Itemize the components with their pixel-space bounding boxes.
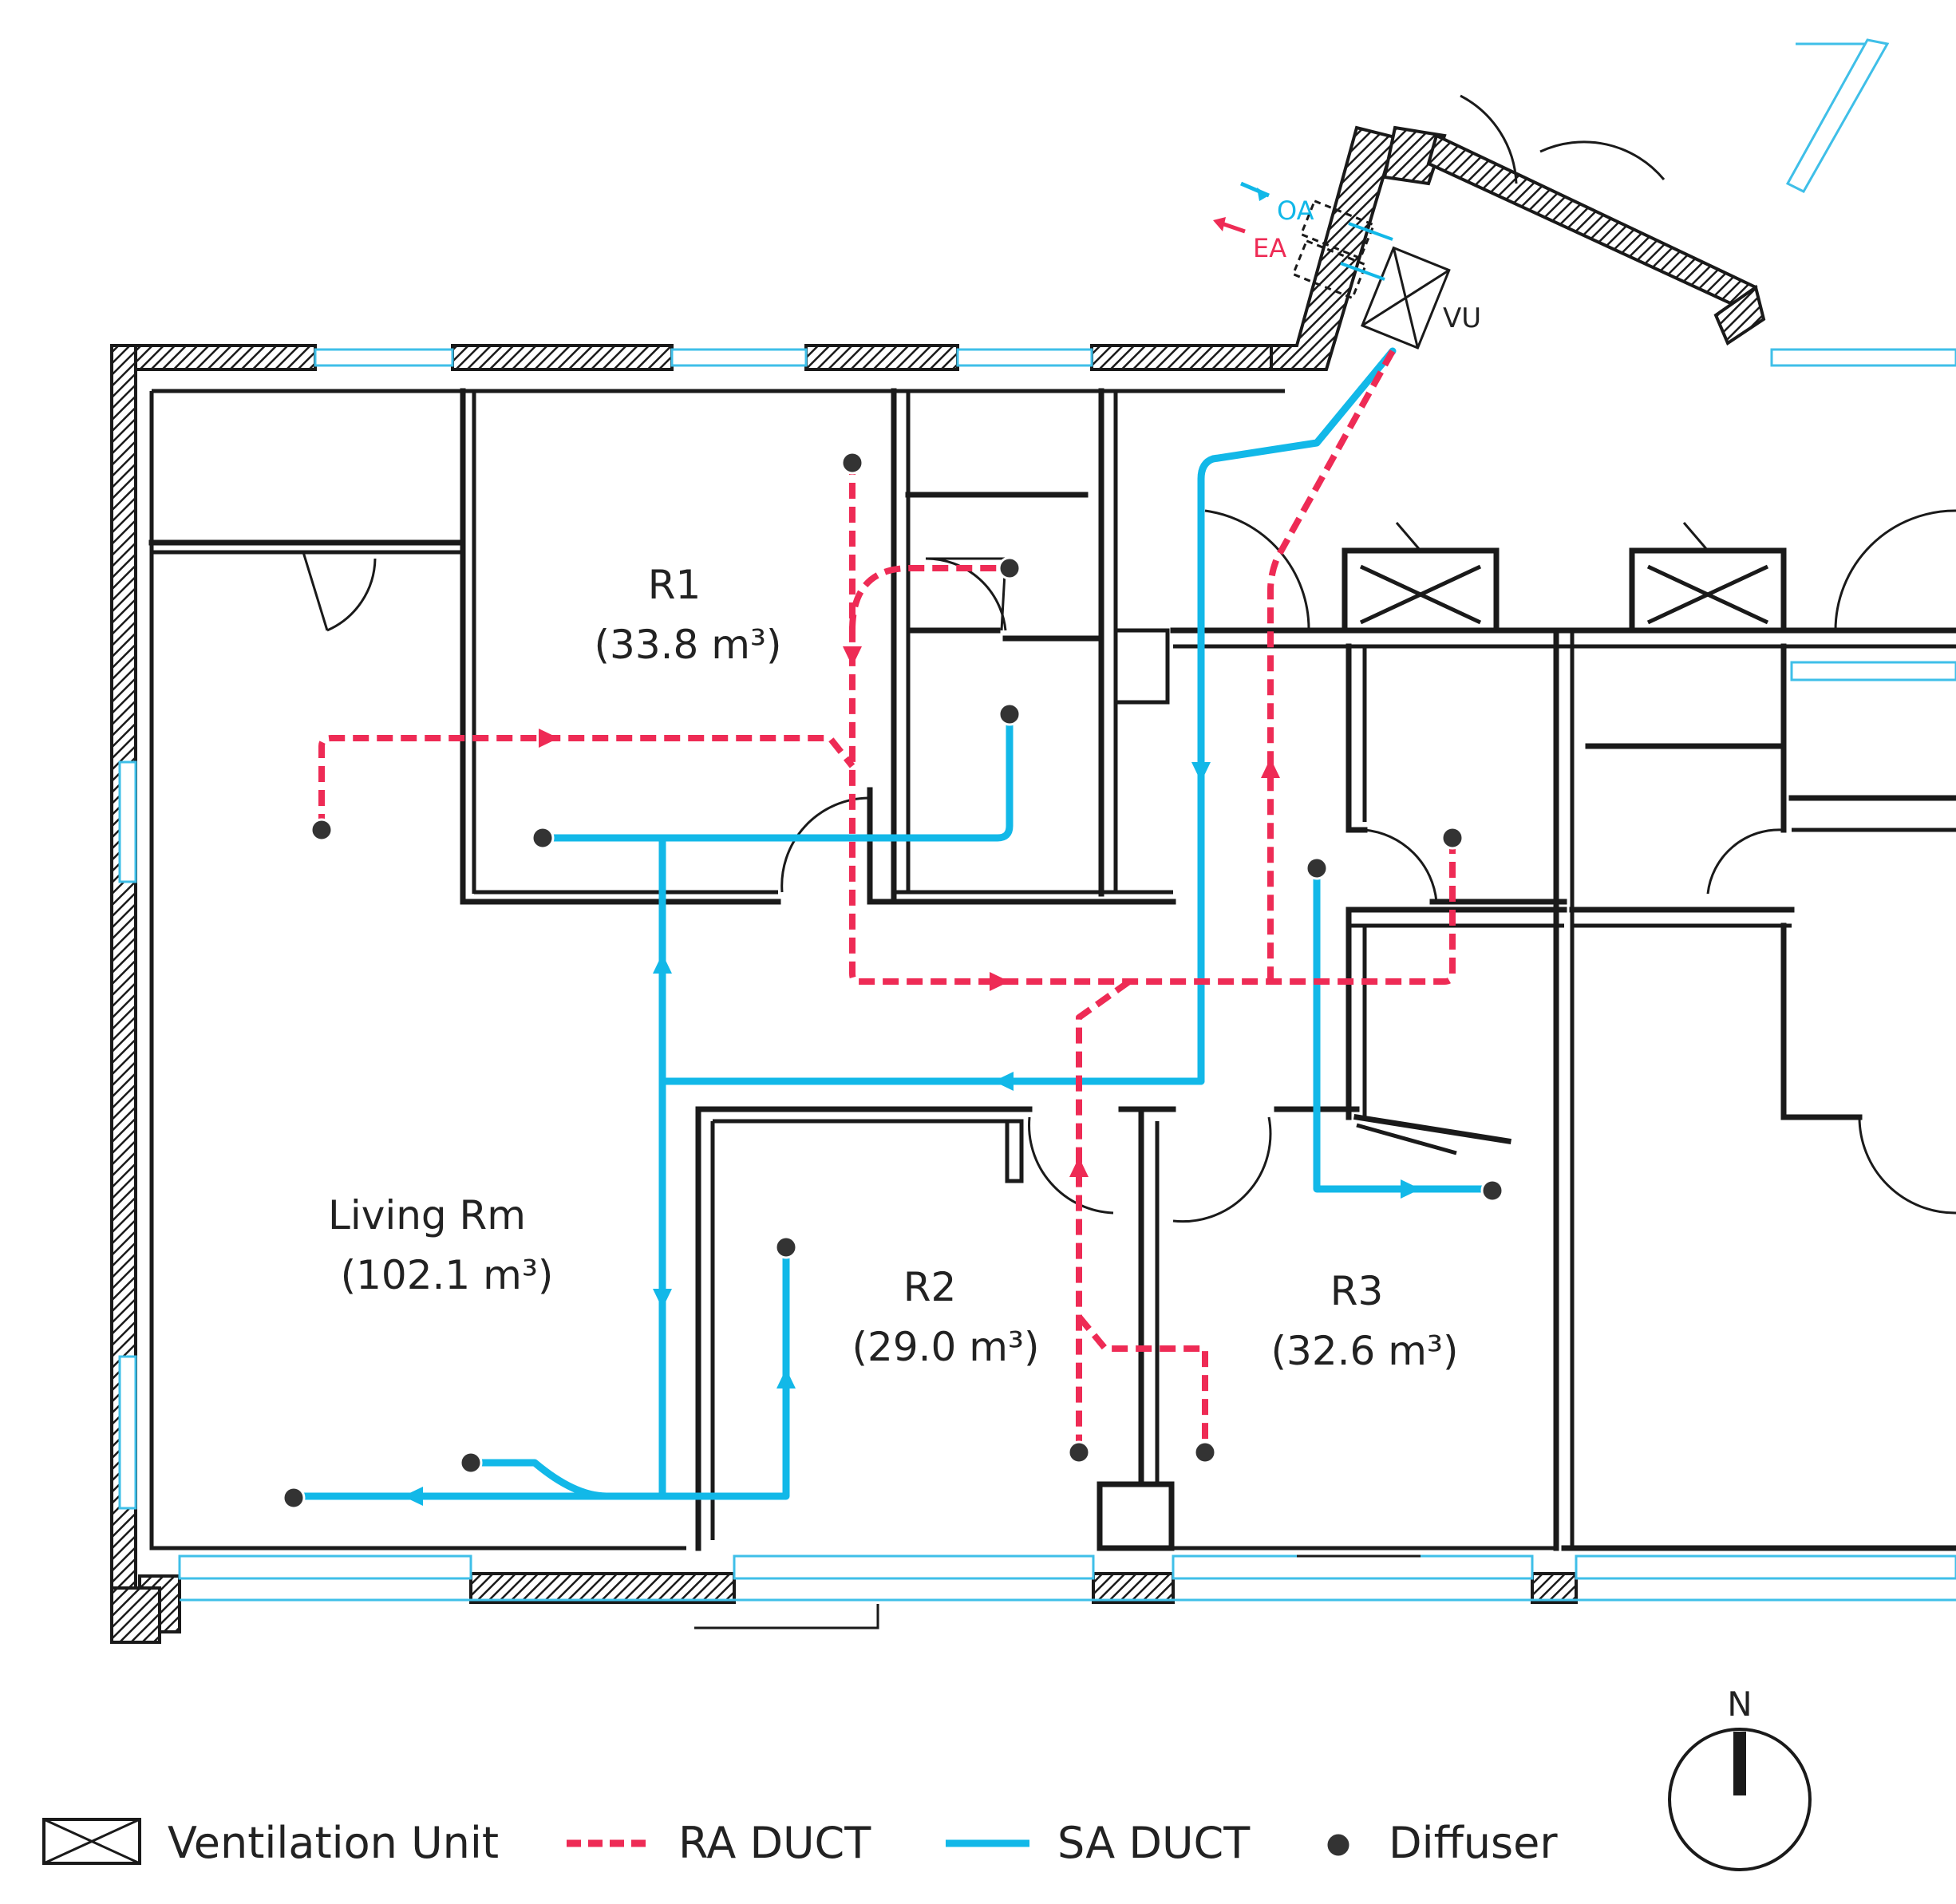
diffuser-icon xyxy=(282,1486,306,1510)
room-labels: R1 (33.8 m³) Living Rm (102.1 m³) R2 (29… xyxy=(328,562,1459,1374)
diffuser-icon xyxy=(1480,1179,1504,1203)
diffuser-icon xyxy=(531,826,555,850)
sa-ducts xyxy=(291,347,1488,1506)
ventilation-unit: VU OA EA xyxy=(1213,181,1481,350)
legend-item-sa-duct: SA DUCT xyxy=(946,1818,1251,1868)
diffuser-icon xyxy=(1325,1831,1352,1859)
room-volume-living: (102.1 m³) xyxy=(341,1252,554,1298)
diffuser-icon xyxy=(840,451,864,475)
interior-walls xyxy=(148,388,1956,1551)
ventilation-unit-label: VU xyxy=(1443,302,1481,334)
legend-label-ra-duct: RA DUCT xyxy=(678,1818,871,1868)
north-label: N xyxy=(1727,1685,1752,1724)
diffuser-icon xyxy=(310,818,334,842)
room-name-living: Living Rm xyxy=(328,1192,526,1238)
legend-item-diffuser: Diffuser xyxy=(1325,1818,1558,1868)
legend-label-sa-duct: SA DUCT xyxy=(1057,1818,1251,1868)
room-name-r2: R2 xyxy=(903,1264,957,1310)
diffuser-icon xyxy=(1440,826,1464,850)
room-volume-r1: (33.8 m³) xyxy=(595,622,782,668)
oa-label: OA xyxy=(1277,196,1314,226)
legend-item-ventilation-unit: Ventilation Unit xyxy=(42,1818,499,1868)
diffuser-icon xyxy=(774,1235,798,1259)
legend-label-ventilation-unit: Ventilation Unit xyxy=(168,1818,499,1868)
legend: Ventilation Unit RA DUCT SA DUCT Diffuse… xyxy=(42,1818,1558,1868)
windows xyxy=(118,38,1956,1602)
legend-item-ra-duct: RA DUCT xyxy=(567,1818,871,1868)
diffuser-icon xyxy=(459,1451,483,1475)
diffuser-icon xyxy=(1193,1440,1217,1464)
diffuser-icon xyxy=(1305,856,1329,880)
exterior-walls xyxy=(110,125,1766,1644)
room-name-r1: R1 xyxy=(648,562,701,608)
north-arrow: N xyxy=(1668,1685,1812,1871)
doors xyxy=(302,94,1956,1629)
diffuser-icon xyxy=(1067,1440,1091,1464)
diffuser-icon xyxy=(998,556,1021,580)
diffuser-icon xyxy=(998,702,1021,726)
legend-label-diffuser: Diffuser xyxy=(1389,1818,1558,1868)
diffusers xyxy=(282,451,1504,1510)
room-volume-r2: (29.0 m³) xyxy=(852,1324,1040,1370)
compass-icon xyxy=(1668,1728,1812,1871)
room-name-r3: R3 xyxy=(1330,1268,1384,1314)
ra-ducts xyxy=(318,350,1456,1456)
ea-label: EA xyxy=(1253,233,1286,263)
room-volume-r3: (32.6 m³) xyxy=(1271,1328,1459,1374)
